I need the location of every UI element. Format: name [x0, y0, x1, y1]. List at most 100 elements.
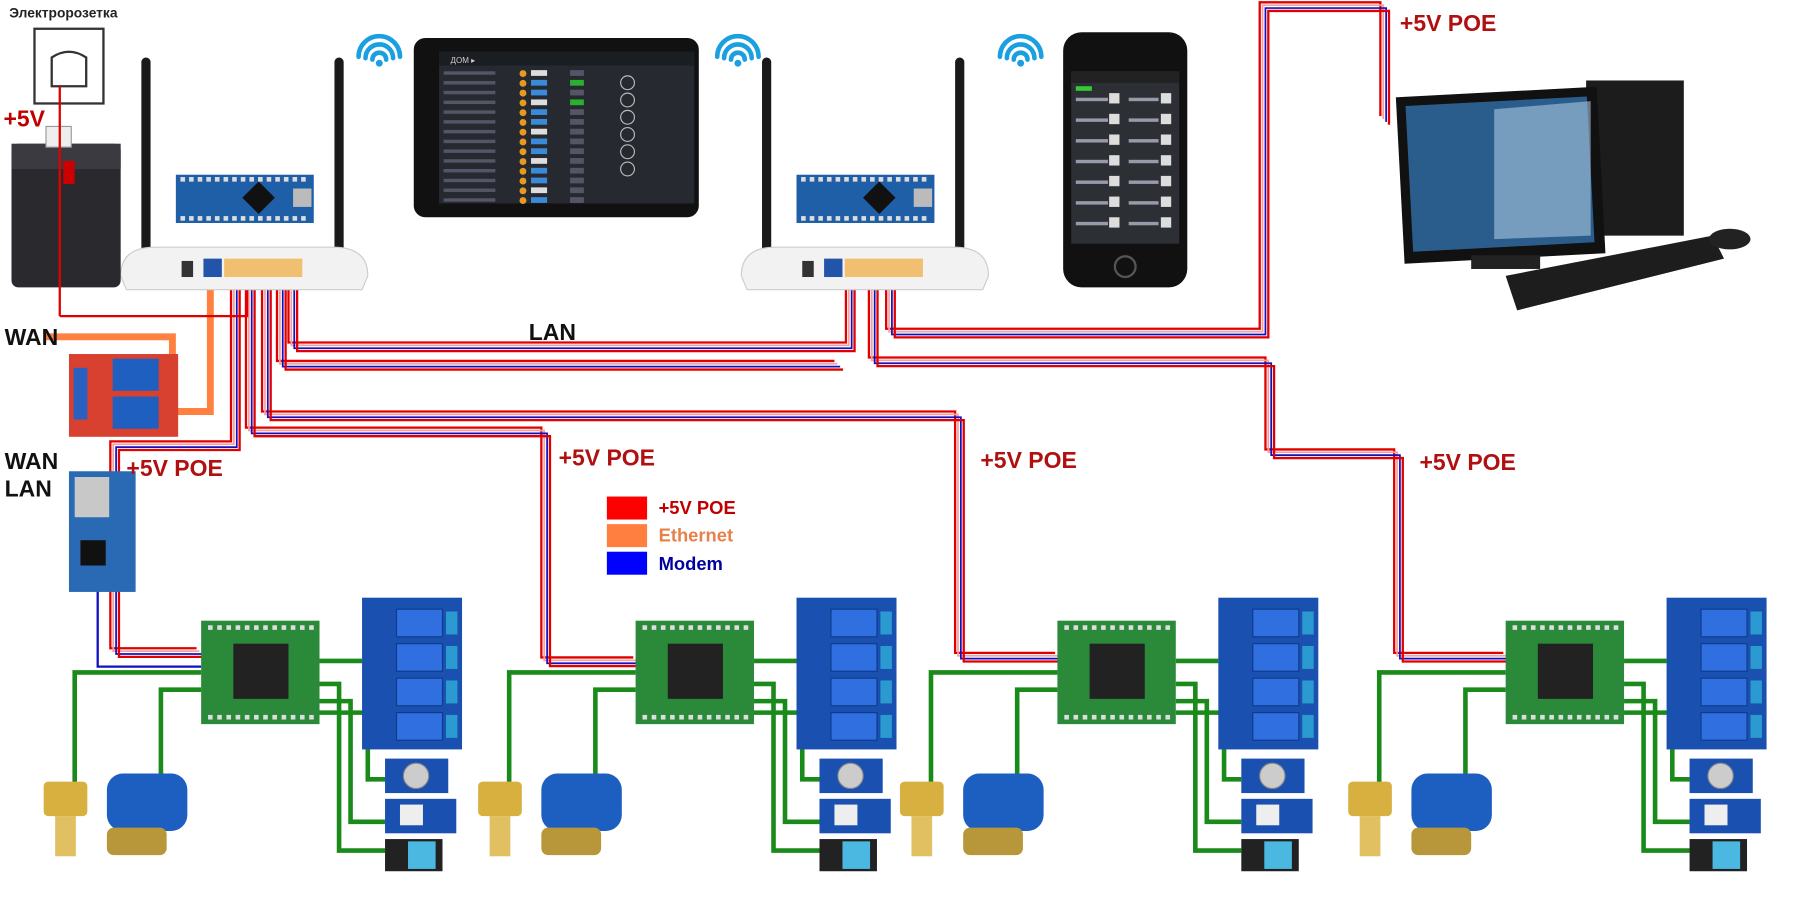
phone-row-label — [1128, 221, 1159, 226]
poe-label-3: +5V POE — [980, 447, 1076, 473]
humidity-sensor-head — [1264, 841, 1292, 869]
pin — [249, 216, 255, 221]
wifi-arc — [356, 33, 403, 60]
tablet-button — [570, 89, 584, 96]
pin — [1521, 714, 1527, 720]
terminal — [1750, 645, 1762, 669]
pin — [232, 216, 237, 221]
tablet-power-icon — [519, 197, 527, 205]
pin — [1530, 714, 1536, 720]
relay — [1252, 677, 1300, 707]
pin — [1613, 625, 1619, 630]
poe-cable-station-3-strand — [264, 262, 1058, 657]
tablet-power-icon — [519, 118, 527, 126]
lan-cable-2-strand — [284, 268, 844, 371]
phone-row-label — [1075, 118, 1108, 122]
pin — [895, 177, 901, 182]
poe-cable-station-2-strand — [247, 262, 637, 662]
phone-row-label — [1075, 180, 1108, 184]
phone-menu-icon — [1109, 175, 1120, 187]
legend-label-ethernet: Ethernet — [659, 524, 734, 545]
tablet-power-icon — [519, 148, 527, 156]
pin — [290, 714, 296, 720]
pin — [208, 714, 213, 720]
pin — [272, 625, 277, 630]
phone-menu-icon — [1160, 155, 1172, 166]
mcu-chip — [667, 643, 723, 699]
pin — [1156, 625, 1161, 630]
mcu-chip — [1537, 643, 1594, 699]
terminal — [1750, 714, 1762, 738]
lan-cable-2-strand — [275, 259, 835, 363]
tablet-power-icon — [519, 167, 527, 175]
pin — [660, 714, 666, 720]
terminal — [445, 680, 458, 704]
pin — [1567, 625, 1573, 630]
tablet-row — [443, 110, 496, 114]
tablet-power-icon — [519, 158, 527, 165]
terminal — [1302, 611, 1314, 635]
tablet-row — [443, 90, 496, 95]
pin — [290, 625, 296, 630]
phone-menu-icon — [1160, 217, 1172, 228]
tablet-row — [443, 81, 496, 85]
poe-cable-station-2-strand — [244, 259, 634, 659]
wan-lan-label-top: WAN — [5, 448, 59, 474]
tablet-row — [443, 100, 496, 105]
poe-cable-station-4-strand — [873, 259, 1510, 660]
pin — [651, 625, 657, 630]
pin — [921, 216, 927, 221]
terminal — [445, 611, 458, 635]
wifi-arc — [997, 33, 1044, 60]
relay — [1700, 643, 1748, 672]
poe-cable-pc-strand — [885, 1, 1382, 330]
pin — [679, 625, 684, 630]
wifi-icon — [714, 33, 761, 67]
tablet-row — [443, 168, 496, 173]
lan-cable-2-strand — [279, 262, 838, 365]
phone-row-label — [1075, 201, 1108, 205]
legend-swatch-poe — [606, 496, 648, 520]
router-wan-port — [824, 258, 843, 278]
pin — [1128, 714, 1134, 720]
phone-menu-icon — [1160, 93, 1172, 104]
poe-cable-station-1-strand — [115, 265, 238, 655]
rj45-jack — [74, 477, 110, 518]
pin — [1082, 625, 1088, 630]
gas-sensor-head — [837, 762, 864, 790]
pin — [706, 625, 712, 630]
water-valve-icon — [1411, 773, 1492, 832]
relay — [112, 396, 159, 429]
tablet-button — [531, 138, 548, 145]
station-4 — [1348, 597, 1767, 872]
humidity-sensor-head — [1712, 841, 1741, 869]
tablet-button — [570, 109, 584, 115]
pin — [1147, 714, 1152, 720]
pin — [206, 216, 211, 221]
tablet-power-icon — [519, 79, 527, 87]
wifi-arc — [714, 33, 761, 60]
relay — [1252, 608, 1300, 638]
pin — [1101, 714, 1106, 720]
tablet-temp-dial — [620, 127, 636, 142]
pin — [283, 177, 289, 182]
phone-menu-title — [1075, 86, 1092, 91]
phone-row-label — [1075, 221, 1108, 226]
current-sensor-chip — [1256, 804, 1280, 826]
pin — [887, 216, 892, 221]
pin — [835, 177, 841, 182]
phone-row-label — [1128, 159, 1159, 164]
pin — [835, 216, 841, 221]
water-valve-body — [963, 827, 1023, 856]
phone-row-label — [1075, 159, 1108, 164]
pin — [1549, 714, 1554, 720]
ethernet-chip — [80, 540, 106, 566]
signal-wire — [319, 698, 386, 825]
pin — [1540, 714, 1545, 720]
legend: +5V POE Ethernet Modem — [606, 496, 736, 575]
poe-cable-station-3-strand — [269, 268, 1064, 663]
temperature-sensor-probe — [1359, 816, 1381, 857]
pin — [281, 625, 287, 630]
signal-wire — [506, 670, 636, 794]
pin — [254, 625, 259, 630]
